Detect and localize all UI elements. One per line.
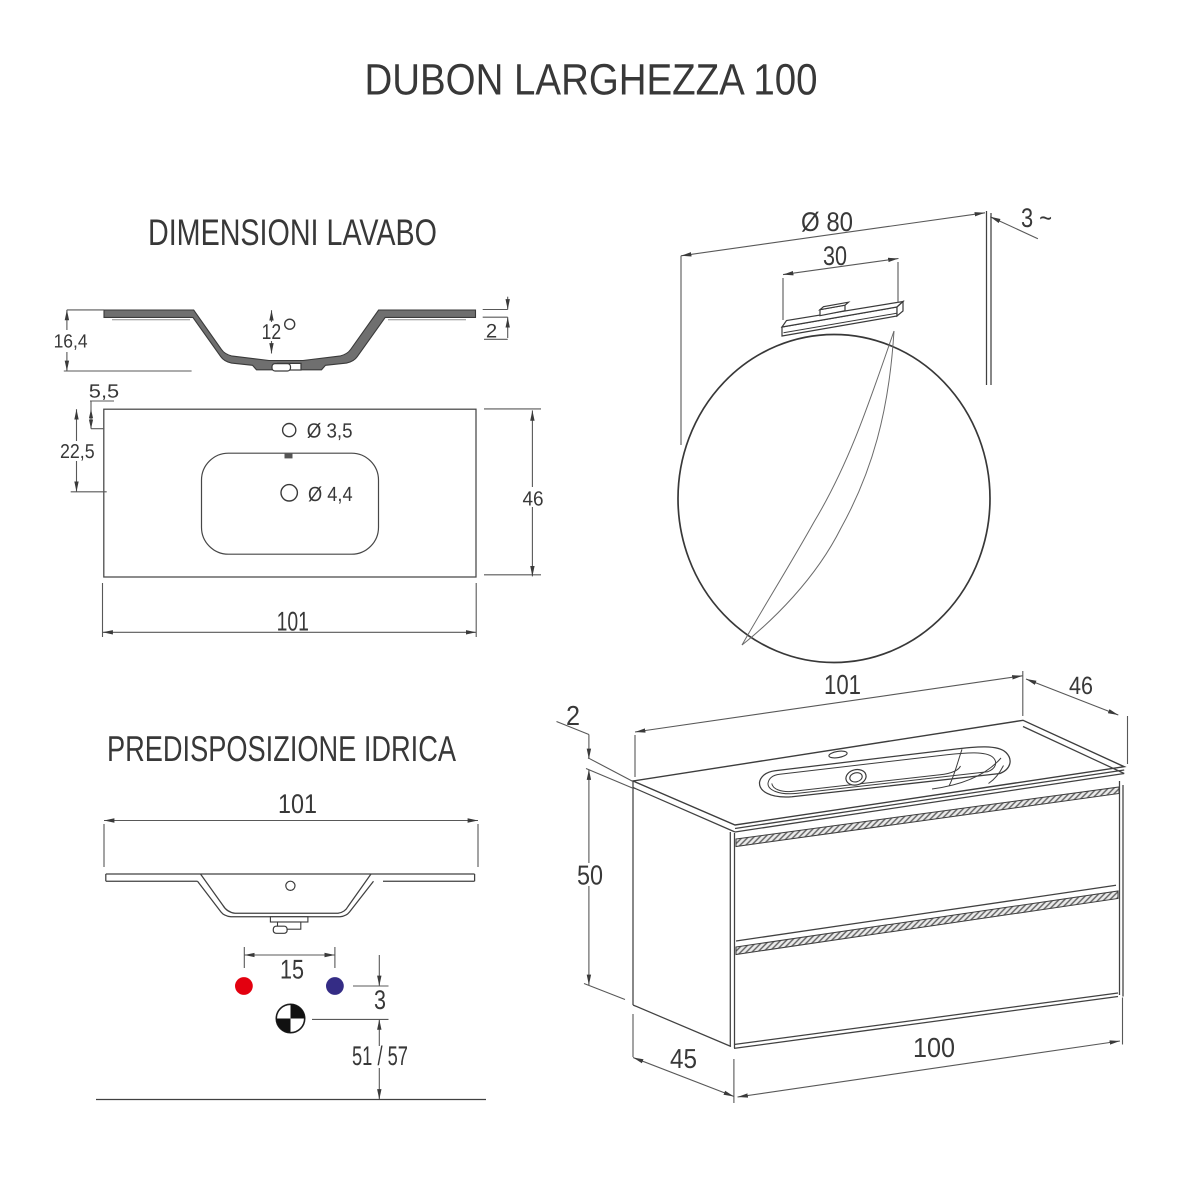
svg-text:51 / 57: 51 / 57 (352, 1041, 408, 1071)
svg-text:30: 30 (823, 241, 847, 271)
svg-text:45: 45 (670, 1043, 697, 1074)
svg-text:22,5: 22,5 (60, 441, 95, 463)
svg-text:3 ~: 3 ~ (1021, 203, 1052, 233)
svg-text:5,5: 5,5 (89, 382, 119, 403)
svg-text:PREDISPOSIZIONE IDRICA: PREDISPOSIZIONE IDRICA (107, 728, 456, 769)
svg-text:DUBON LARGHEZZA 100: DUBON LARGHEZZA 100 (365, 56, 818, 105)
svg-text:2: 2 (486, 320, 497, 342)
svg-text:101: 101 (824, 669, 861, 700)
svg-text:2: 2 (566, 700, 580, 731)
svg-text:Ø 4,4: Ø 4,4 (308, 483, 353, 506)
svg-text:100: 100 (913, 1032, 955, 1063)
svg-text:3: 3 (374, 985, 386, 1015)
svg-text:Ø 80: Ø 80 (801, 207, 853, 237)
svg-text:15: 15 (280, 955, 304, 985)
svg-text:50: 50 (577, 860, 603, 891)
svg-text:Ø 3,5: Ø 3,5 (307, 420, 353, 443)
svg-text:101: 101 (278, 789, 317, 819)
svg-text:DIMENSIONI LAVABO: DIMENSIONI LAVABO (148, 212, 437, 253)
svg-text:12: 12 (262, 320, 282, 344)
svg-text:16,4: 16,4 (54, 332, 88, 353)
svg-text:46: 46 (1069, 672, 1093, 700)
svg-text:101: 101 (277, 607, 309, 637)
svg-text:46: 46 (522, 488, 543, 511)
